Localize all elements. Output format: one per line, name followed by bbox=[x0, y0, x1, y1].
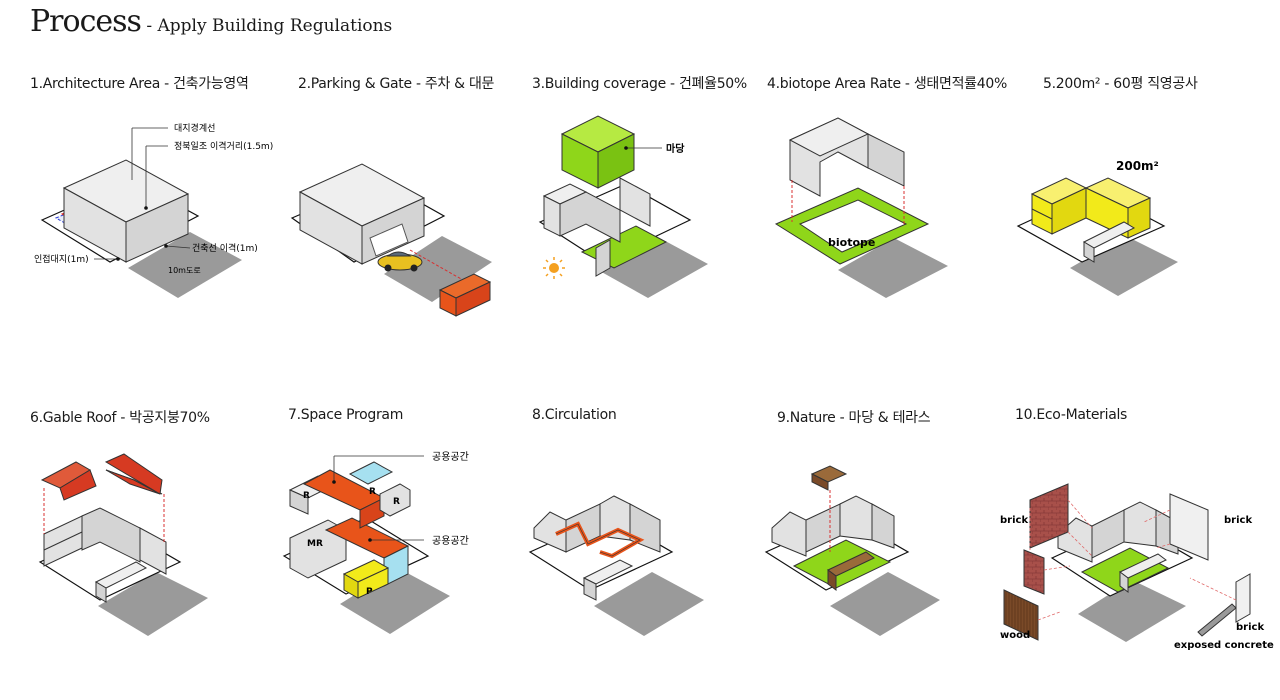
room-r1-label: R bbox=[303, 491, 310, 501]
step-2-label: 2.Parking & Gate - 주차 & 대문 bbox=[298, 76, 495, 92]
building-setback-label: 건축선 이격(1m) bbox=[192, 242, 258, 254]
car-icon bbox=[377, 251, 423, 272]
diagram-circulation bbox=[528, 495, 704, 636]
exposed-concrete-label: exposed concrete bbox=[1174, 640, 1274, 651]
public-space-label-1: 공용공간 bbox=[432, 451, 469, 463]
title-main: Process bbox=[30, 4, 142, 39]
area-label: 200m² bbox=[1116, 159, 1159, 173]
diagram-architecture-area: 대지경계선 정북일조 이격거리(1.5m) 건축선 이격(1m) 인접대지(1m… bbox=[34, 122, 273, 298]
diagram-gable-roof bbox=[38, 453, 208, 636]
boundary-label: 대지경계선 bbox=[174, 122, 215, 134]
diagram-biotope: biotope bbox=[774, 117, 948, 298]
title-sub: - Apply Building Regulations bbox=[140, 16, 393, 36]
diagram-space-program: 공용공간 공용공간 R R R MR P bbox=[282, 451, 469, 634]
step-8-label: 8.Circulation bbox=[532, 407, 617, 423]
road-label: 10m도로 bbox=[168, 266, 201, 275]
yard-label: 마당 bbox=[666, 142, 685, 155]
step-1-label: 1.Architecture Area - 건축가능영역 bbox=[30, 76, 249, 92]
wood-panel bbox=[1003, 589, 1039, 641]
step-7-label: 7.Space Program bbox=[288, 407, 404, 423]
brick-low-label: brick bbox=[1236, 622, 1264, 633]
step-3-label: 3.Building coverage - 건폐율50% bbox=[532, 76, 747, 92]
concrete-piece bbox=[1197, 603, 1237, 637]
wood-label: wood bbox=[1000, 630, 1030, 641]
diagram-parking-gate bbox=[290, 163, 492, 317]
room-r2-label: R bbox=[369, 487, 376, 497]
room-mr-label: MR bbox=[307, 539, 323, 549]
step-5-label: 5.200m² - 60평 직영공사 bbox=[1043, 76, 1198, 92]
step-10-label: 10.Eco-Materials bbox=[1015, 407, 1128, 423]
diagram-building-coverage: 마당 bbox=[538, 115, 708, 298]
brick-panel-low bbox=[1235, 573, 1251, 623]
brick-panel-small bbox=[1023, 549, 1045, 595]
step-4-label: 4.biotope Area Rate - 생태면적률40% bbox=[767, 76, 1007, 92]
room-p-label: P bbox=[366, 587, 373, 597]
step-9-label: 9.Nature - 마당 & 테라스 bbox=[777, 410, 931, 426]
page-title: Process - Apply Building Regulations bbox=[30, 4, 392, 39]
sun-icon bbox=[543, 257, 565, 279]
road-shadow bbox=[128, 232, 242, 298]
brick-panel-right bbox=[1169, 493, 1209, 561]
biotope-label: biotope bbox=[828, 236, 875, 249]
step-6-label: 6.Gable Roof - 박공지붕70% bbox=[30, 410, 210, 426]
diagram-nature bbox=[764, 465, 940, 636]
brick-left-label: brick bbox=[1000, 515, 1028, 526]
north-setback-label: 정북일조 이격거리(1.5m) bbox=[174, 140, 273, 152]
public-space-label-2: 공용공간 bbox=[432, 535, 469, 547]
diagram-area-200: 200m² bbox=[1016, 159, 1178, 296]
room-r3-label: R bbox=[393, 497, 400, 507]
mass-right bbox=[125, 193, 189, 263]
diagram-eco-materials: brick brick brick wood exposed concrete bbox=[1000, 483, 1274, 651]
adjacent-label: 인접대지(1m) bbox=[34, 253, 89, 265]
brick-right-label: brick bbox=[1224, 515, 1252, 526]
